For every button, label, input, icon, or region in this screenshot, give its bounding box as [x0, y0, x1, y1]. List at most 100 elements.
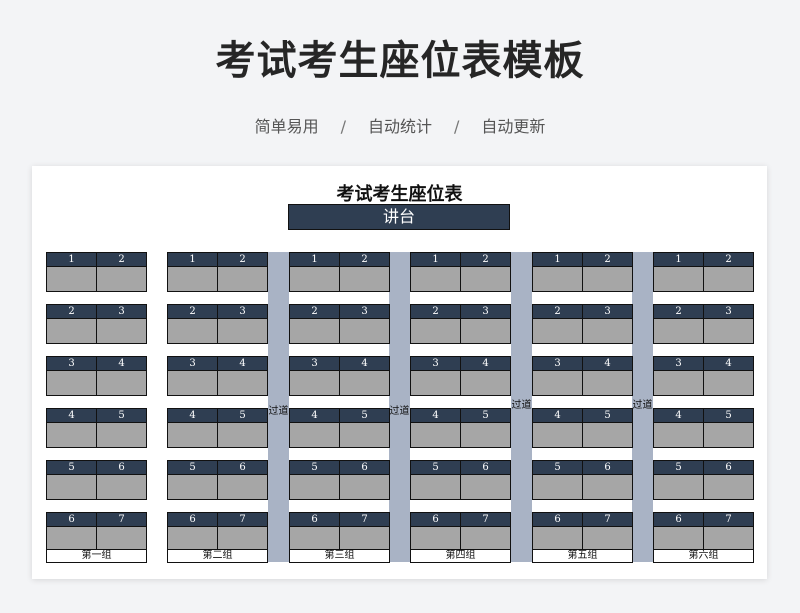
seat-cell[interactable] [47, 267, 96, 291]
seat-cell[interactable] [290, 527, 339, 551]
seat-cell[interactable] [47, 319, 96, 343]
seat-cell[interactable] [654, 423, 703, 447]
seat-cell[interactable] [654, 319, 703, 343]
seat-cells [168, 474, 267, 499]
seat-cell[interactable] [411, 267, 460, 291]
seat-cell[interactable] [47, 371, 96, 395]
seat-cell[interactable] [460, 371, 510, 395]
seat-cell[interactable] [411, 319, 460, 343]
seat-number: 5 [217, 409, 267, 422]
seat-number: 5 [432, 462, 439, 473]
seat-cell[interactable] [582, 267, 632, 291]
seat-cell[interactable] [654, 267, 703, 291]
seat-cell[interactable] [290, 319, 339, 343]
seat-cell[interactable] [217, 475, 267, 499]
seat-number: 1 [432, 254, 439, 265]
feature-separator: / [454, 117, 460, 136]
seat-cell[interactable] [96, 423, 146, 447]
seat-cell[interactable] [703, 319, 753, 343]
seat-cell[interactable] [217, 267, 267, 291]
seat-cell[interactable] [703, 371, 753, 395]
seat-cell[interactable] [217, 527, 267, 551]
seat-cells [654, 318, 753, 343]
seat-number: 5 [460, 409, 510, 422]
seat-cell[interactable] [460, 267, 510, 291]
seat-cell[interactable] [411, 423, 460, 447]
seat-cell[interactable] [582, 475, 632, 499]
seat-cell[interactable] [582, 371, 632, 395]
seat-cell[interactable] [339, 423, 389, 447]
seat-cell[interactable] [217, 371, 267, 395]
seat-cells [290, 318, 389, 343]
seat-cell[interactable] [168, 267, 217, 291]
seat-cell[interactable] [654, 475, 703, 499]
seat-number: 1 [554, 254, 561, 265]
seat-cell[interactable] [217, 423, 267, 447]
seat-cell[interactable] [654, 371, 703, 395]
seat-cell[interactable] [654, 527, 703, 551]
seat-cell[interactable] [290, 267, 339, 291]
seat-cell[interactable] [339, 267, 389, 291]
seat-cell[interactable] [582, 527, 632, 551]
aisle-label: 过道 [389, 406, 410, 417]
seat-cell[interactable] [533, 423, 582, 447]
seat-cell[interactable] [703, 475, 753, 499]
seat-cell[interactable] [168, 527, 217, 551]
seat-cell[interactable] [703, 267, 753, 291]
seat-cell[interactable] [533, 319, 582, 343]
seat-cell[interactable] [582, 319, 632, 343]
seat-cell[interactable] [290, 371, 339, 395]
seat-cell[interactable] [168, 371, 217, 395]
seat-cell[interactable] [533, 475, 582, 499]
seat-cell[interactable] [582, 423, 632, 447]
seat-cell[interactable] [96, 475, 146, 499]
seat-cell[interactable] [411, 475, 460, 499]
seat-cell[interactable] [703, 527, 753, 551]
seat-cell[interactable] [217, 319, 267, 343]
seat-cell[interactable] [47, 527, 96, 551]
seat-cell[interactable] [533, 527, 582, 551]
seat-cell[interactable] [533, 371, 582, 395]
seat-cell[interactable] [411, 371, 460, 395]
seat-cell[interactable] [168, 475, 217, 499]
seat-number: 5 [68, 462, 75, 473]
seat-cell[interactable] [168, 423, 217, 447]
seat-cell[interactable] [533, 267, 582, 291]
seat-cell[interactable] [339, 371, 389, 395]
seat-cell[interactable] [96, 267, 146, 291]
seat-cell[interactable] [339, 475, 389, 499]
seat-number: 4 [217, 357, 267, 370]
seat-cell[interactable] [339, 319, 389, 343]
seat-cell[interactable] [168, 319, 217, 343]
seat-cell[interactable] [339, 527, 389, 551]
seat-number: 5 [554, 462, 561, 473]
seat-number: 4 [339, 357, 389, 370]
seat-cell[interactable] [96, 371, 146, 395]
seat-cell[interactable] [411, 527, 460, 551]
seat-cell[interactable] [703, 423, 753, 447]
seat-cell[interactable] [47, 423, 96, 447]
seat-cell[interactable] [460, 475, 510, 499]
seat-cells [411, 318, 510, 343]
seat-cell[interactable] [290, 423, 339, 447]
seat-cells [290, 474, 389, 499]
seat-cell[interactable] [47, 475, 96, 499]
seat-cell[interactable] [460, 527, 510, 551]
seat-cell[interactable] [96, 319, 146, 343]
seat-cell[interactable] [290, 475, 339, 499]
seat-cell[interactable] [460, 423, 510, 447]
seat-cell[interactable] [96, 527, 146, 551]
seat-cell[interactable] [460, 319, 510, 343]
